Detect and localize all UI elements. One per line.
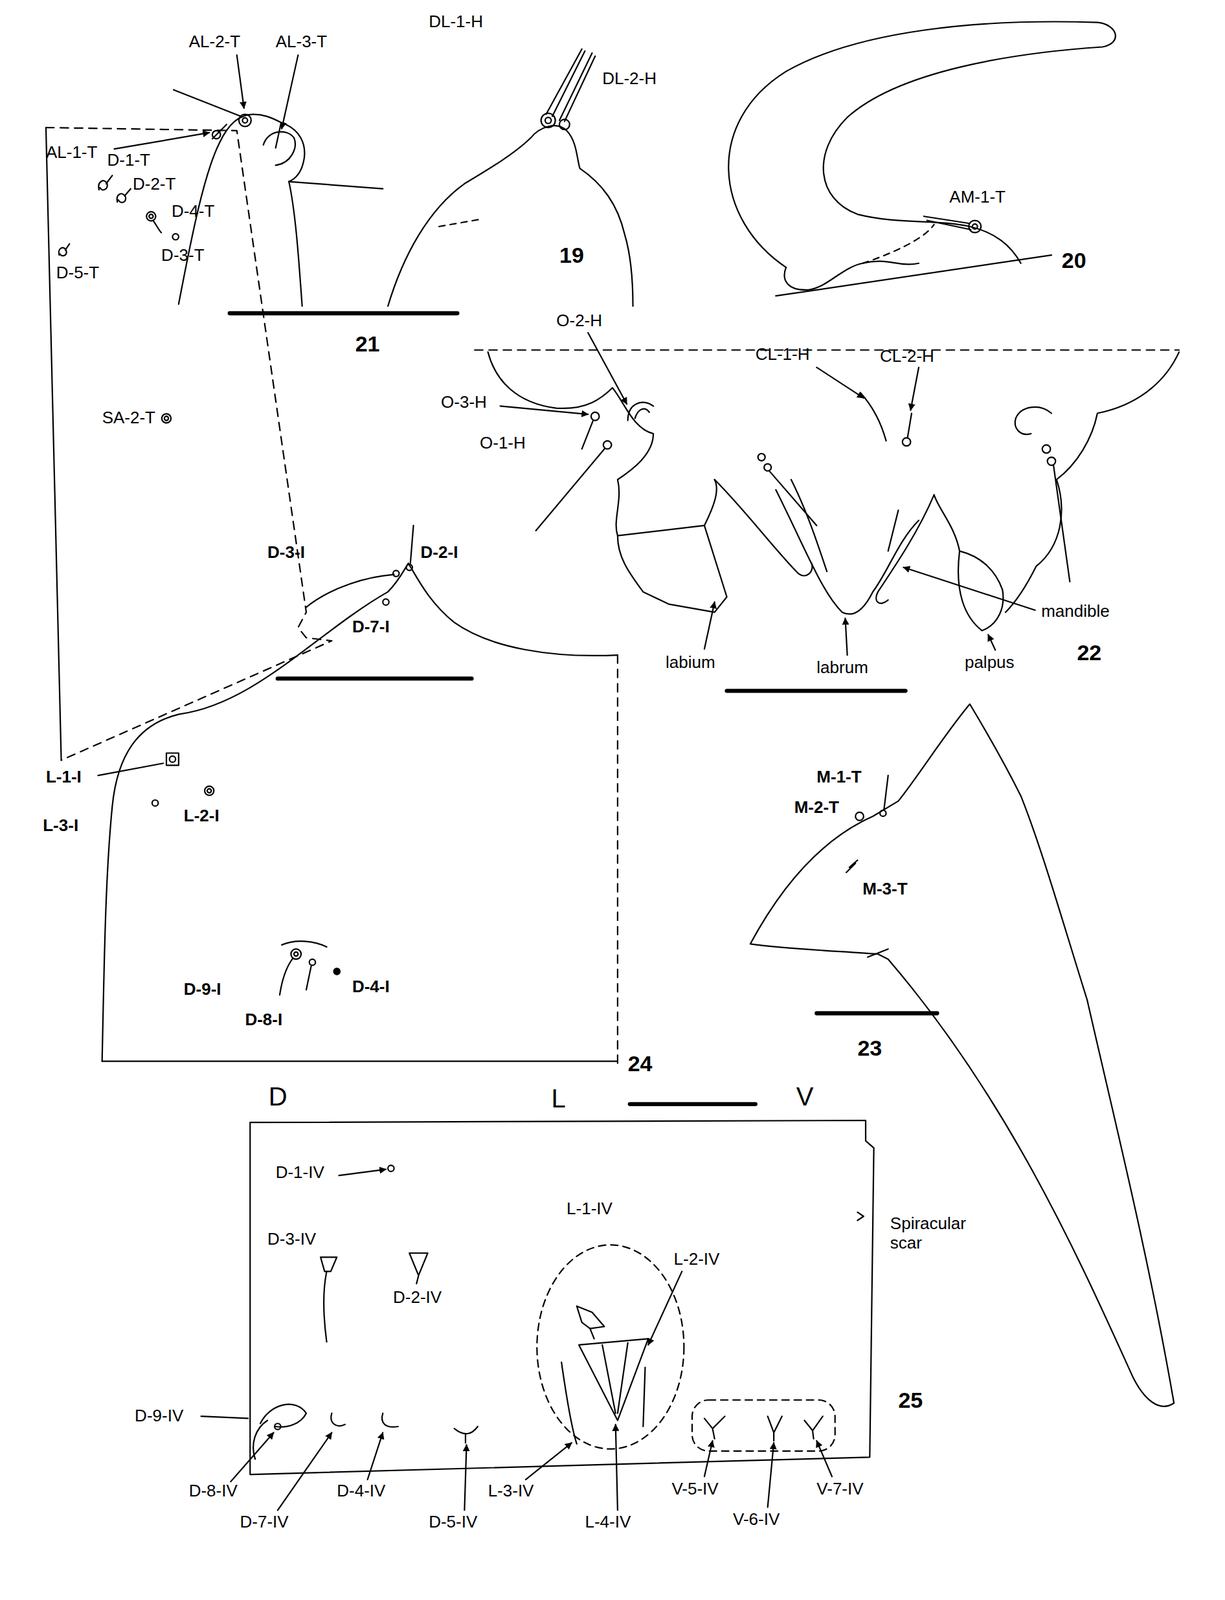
seta-label: AL-1-T xyxy=(45,143,98,163)
seta-label: AL-2-T xyxy=(189,32,241,52)
seta-label: D-9-I xyxy=(183,980,222,1000)
figure-number: 24 xyxy=(628,1051,653,1077)
seta-label: L-2-I xyxy=(183,806,220,827)
figure-number: 22 xyxy=(1076,640,1102,666)
seta-label: O-3-H xyxy=(440,393,487,413)
part-label: palpus xyxy=(964,653,1015,673)
figure-number: 25 xyxy=(898,1388,923,1414)
figure-24-drawing xyxy=(97,525,618,1064)
seta-label: L-2-IV xyxy=(674,1250,720,1270)
seta-label: D-2-T xyxy=(132,174,176,195)
seta-label: M-2-T xyxy=(794,798,840,818)
seta-label: D-4-T xyxy=(171,202,215,222)
seta-label: D-9-IV xyxy=(134,1406,184,1427)
seta-label: D-5-T xyxy=(56,263,100,283)
seta-label: DL-1-H xyxy=(428,12,484,32)
seta-label: D-1-T xyxy=(107,150,151,171)
seta-label: L-4-IV xyxy=(584,1513,631,1533)
part-label: labium xyxy=(665,653,716,673)
seta-label: D-8-IV xyxy=(189,1482,238,1502)
seta-label: D-2-I xyxy=(420,543,459,563)
seta-label: SA-2-T xyxy=(102,408,156,428)
seta-label: CL-1-H xyxy=(755,345,810,365)
figure-number: 19 xyxy=(559,242,585,269)
seta-label: V-5-IV xyxy=(671,1480,719,1500)
seta-label: D-5-IV xyxy=(428,1513,478,1533)
seta-label: M-3-T xyxy=(862,879,908,900)
figure-number: 21 xyxy=(355,331,381,357)
seta-label: D-2-IV xyxy=(393,1288,442,1308)
seta-label: D-7-I xyxy=(352,617,390,638)
seta-label: M-1-T xyxy=(816,767,862,788)
figure-23-drawing xyxy=(750,704,1174,1407)
part-label: Spiracular scar xyxy=(890,1214,998,1254)
figure-21-drawing xyxy=(45,127,472,761)
region-letter: V xyxy=(796,1081,814,1112)
figure-25-drawing xyxy=(201,1104,875,1511)
figure-22-drawing xyxy=(474,332,1180,691)
figure-number: 20 xyxy=(1061,247,1087,274)
part-label: mandible xyxy=(1041,602,1110,622)
seta-label: AL-3-T xyxy=(275,32,327,52)
seta-label: D-8-I xyxy=(244,1010,283,1031)
seta-label: O-2-H xyxy=(556,311,603,331)
seta-label: D-4-I xyxy=(352,977,390,998)
region-letter: D xyxy=(268,1081,288,1112)
seta-label: D-3-I xyxy=(267,543,305,563)
seta-label: O-1-H xyxy=(479,433,526,454)
seta-label: D-3-IV xyxy=(267,1230,316,1250)
seta-label: L-3-I xyxy=(42,816,79,836)
seta-label: D-1-IV xyxy=(275,1163,325,1183)
figure-20-drawing xyxy=(728,22,1116,297)
seta-label: CL-2-H xyxy=(879,347,935,367)
seta-label: AM-1-T xyxy=(949,187,1006,208)
seta-label: D-4-IV xyxy=(336,1482,386,1502)
seta-label: L-1-I xyxy=(45,767,82,788)
seta-label: D-3-T xyxy=(161,246,204,266)
figure-number: 23 xyxy=(857,1035,882,1062)
seta-label: V-7-IV xyxy=(816,1480,864,1500)
seta-label: D-7-IV xyxy=(240,1513,289,1533)
seta-label: L-3-IV xyxy=(488,1482,535,1502)
region-letter: L xyxy=(550,1083,566,1114)
seta-label: DL-2-H xyxy=(602,69,657,89)
figure-19-drawing xyxy=(114,49,634,314)
part-label: labrum xyxy=(816,658,868,678)
seta-label: L-1-IV xyxy=(566,1199,613,1220)
seta-label: V-6-IV xyxy=(732,1510,780,1530)
